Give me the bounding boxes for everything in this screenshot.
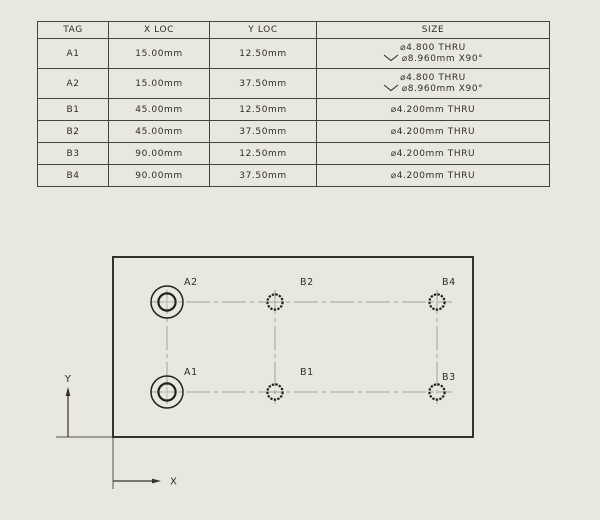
hole-table: TAG X LOC Y LOC SIZE A1 15.00mm 12.50mm … [37,21,550,187]
y-axis-label: Y [64,374,72,385]
hole-label-b3[interactable]: B3 [442,372,456,383]
size-line2-text: ⌀8.960mm X90° [401,53,484,64]
table-row-b2: B2 45.00mm 37.50mm ⌀4.200mm THRU [37,120,550,143]
size-line2: ⌀8.960mm X90° [317,84,549,95]
x-axis-arrowhead-icon [152,478,161,484]
size-line2: ⌀8.960mm X90° [317,54,549,65]
cell-yloc[interactable]: 37.50mm [209,68,317,99]
countersink-icon [383,84,399,91]
hole-label-a1[interactable]: A1 [184,367,198,378]
cell-size[interactable]: ⌀4.800 THRU ⌀8.960mm X90° [316,38,550,69]
table-row-a1: A1 15.00mm 12.50mm ⌀4.800 THRU ⌀8.960mm … [37,38,550,69]
hole-a1-countersink-circle[interactable] [150,375,184,409]
x-axis-label: X [170,477,177,488]
size-line1: ⌀4.800 THRU [400,72,466,83]
y-axis-arrowhead-icon [65,387,71,396]
hole-b3-circle[interactable] [428,383,446,401]
cell-xloc[interactable]: 15.00mm [108,38,210,69]
hole-b1-circle[interactable] [266,383,284,401]
hole-label-a2[interactable]: A2 [184,277,198,288]
hole-b2-circle[interactable] [266,293,284,311]
table-row-b4: B4 90.00mm 37.50mm ⌀4.200mm THRU [37,164,550,187]
hole-b4-circle[interactable] [428,293,446,311]
cell-tag[interactable]: A2 [37,68,109,99]
hole-label-b4[interactable]: B4 [442,277,456,288]
size-line2-text: ⌀8.960mm X90° [401,83,484,94]
countersink-icon [383,54,399,61]
hole-a2-countersink-circle[interactable] [150,285,184,319]
size-line1: ⌀4.800 THRU [400,42,466,53]
hole-label-b1[interactable]: B1 [300,367,314,378]
part-outline[interactable] [112,256,474,438]
cell-yloc[interactable]: 12.50mm [209,38,317,69]
hole-a1-circle[interactable] [157,382,177,402]
cell-xloc[interactable]: 90.00mm [108,164,210,187]
cell-size[interactable]: ⌀4.200mm THRU [316,164,550,187]
hole-table-header-row: TAG X LOC Y LOC SIZE [37,21,550,39]
hole-label-b2[interactable]: B2 [300,277,314,288]
hole-a2-circle[interactable] [157,292,177,312]
cell-tag[interactable]: B4 [37,164,109,187]
